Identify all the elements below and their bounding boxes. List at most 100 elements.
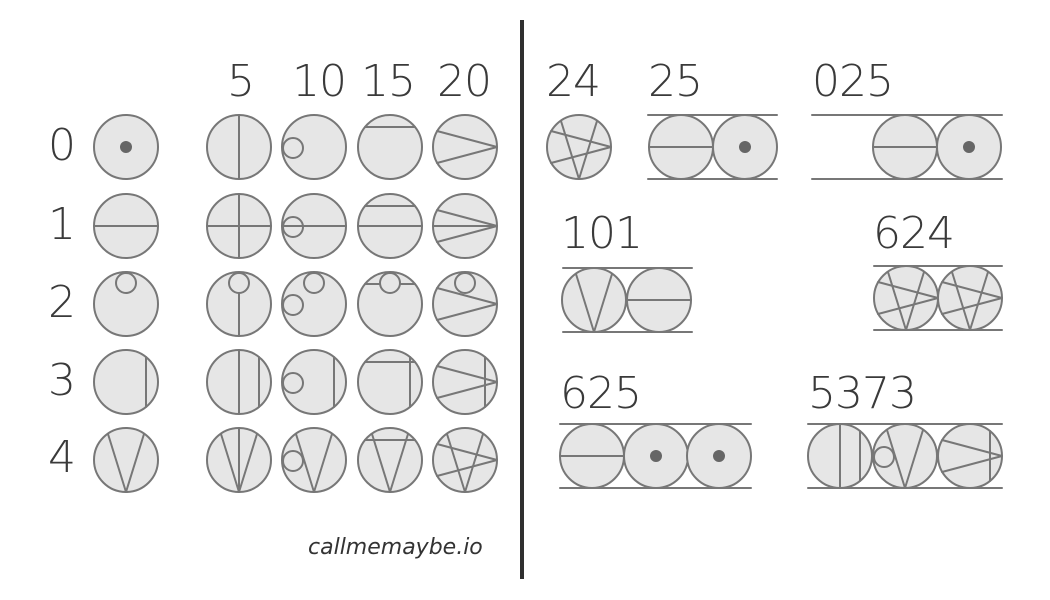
v-right-stroke — [313, 433, 333, 493]
column-label-15: 15 — [361, 56, 416, 107]
v-right-stroke — [464, 433, 484, 493]
arrow-upper-stroke — [941, 281, 1003, 299]
v-left-stroke — [575, 273, 595, 333]
glyph-circle — [432, 349, 498, 415]
left-small-circle — [282, 137, 304, 159]
glyph-circle — [357, 349, 423, 415]
example-025-glyph-1 — [872, 114, 938, 180]
grid-glyph-1 — [93, 193, 159, 259]
grid-glyph-22 — [432, 271, 498, 337]
grid-glyph-17 — [357, 271, 423, 337]
grid-glyph-6 — [206, 193, 272, 259]
grid-glyph-4 — [93, 427, 159, 493]
glyph-circle — [281, 349, 347, 415]
example-label-5373: 5373 — [808, 368, 917, 419]
v-left-stroke — [886, 429, 906, 489]
center-dot — [963, 141, 975, 153]
grid-glyph-21 — [432, 193, 498, 259]
example-5373-glyph-14 — [872, 423, 938, 489]
example-624-glyph-24b — [937, 265, 1003, 331]
arrow-upper-stroke — [436, 130, 498, 148]
glyph-circle — [937, 265, 1003, 331]
glyph-circle — [546, 114, 612, 180]
grid-glyph-5 — [206, 114, 272, 180]
arrow-lower-stroke — [436, 459, 498, 477]
example-625-glyph-0a — [623, 423, 689, 489]
grid-glyph-13 — [281, 349, 347, 415]
glyph-circle — [93, 427, 159, 493]
grid-glyph-8 — [206, 349, 272, 415]
glyph-circle — [357, 427, 423, 493]
credit-text: callmemaybe.io — [308, 535, 483, 560]
top-small-circle — [228, 272, 250, 294]
row-label-0: 0 — [48, 120, 76, 171]
example-101-glyph-1 — [626, 267, 692, 333]
grid-glyph-19 — [357, 427, 423, 493]
arrow-upper-stroke — [941, 439, 1003, 457]
example-624-glyph-24a — [873, 265, 939, 331]
arrow-upper-stroke — [436, 443, 498, 461]
example-label-624: 624 — [873, 208, 955, 259]
center-dot — [650, 450, 662, 462]
v-left-stroke — [371, 433, 391, 493]
v-left-stroke — [107, 433, 127, 493]
v-right-stroke — [969, 271, 989, 331]
grid-glyph-7 — [206, 271, 272, 337]
row-label-2: 2 — [48, 277, 76, 328]
example-101-glyph-4 — [561, 267, 627, 333]
center-dot — [713, 450, 725, 462]
example-25-glyph-1 — [648, 114, 714, 180]
v-left-stroke — [446, 433, 466, 493]
grid-glyph-3 — [93, 349, 159, 415]
v-right-stroke — [593, 273, 613, 333]
grid-glyph-11 — [281, 193, 347, 259]
glyph-circle — [281, 114, 347, 180]
arrow-lower-stroke — [550, 146, 612, 164]
v-right-stroke — [125, 433, 145, 493]
example-24-glyph — [546, 114, 612, 180]
v-left-stroke — [295, 433, 315, 493]
left-small-circle — [282, 450, 304, 472]
arrow-upper-stroke — [550, 130, 612, 148]
top-small-circle — [303, 272, 325, 294]
grid-glyph-20 — [432, 114, 498, 180]
grid-glyph-10 — [281, 114, 347, 180]
grid-glyph-2 — [93, 271, 159, 337]
glyph-circle — [873, 265, 939, 331]
arrow-upper-stroke — [436, 365, 498, 383]
arrow-lower-stroke — [877, 297, 939, 315]
row-label-3: 3 — [48, 355, 76, 406]
grid-glyph-0 — [93, 114, 159, 180]
v-left-stroke — [951, 271, 971, 331]
example-625-glyph-0b — [686, 423, 752, 489]
grid-glyph-14 — [281, 427, 347, 493]
grid-glyph-15 — [357, 114, 423, 180]
grid-glyph-9 — [206, 427, 272, 493]
example-625-glyph-1 — [559, 423, 625, 489]
column-label-5: 5 — [227, 56, 255, 107]
arrow-upper-stroke — [436, 209, 498, 227]
row-label-1: 1 — [48, 199, 76, 250]
v-right-stroke — [904, 429, 924, 489]
example-5373-glyph-23 — [937, 423, 1003, 489]
example-label-625: 625 — [560, 368, 642, 419]
arrow-upper-stroke — [436, 287, 498, 305]
column-label-10: 10 — [292, 56, 347, 107]
left-small-circle — [282, 372, 304, 394]
column-label-20: 20 — [437, 56, 492, 107]
left-small-circle — [282, 294, 304, 316]
grid-glyph-12 — [281, 271, 347, 337]
arrow-lower-stroke — [436, 146, 498, 164]
v-left-stroke — [560, 120, 580, 180]
grid-glyph-18 — [357, 349, 423, 415]
glyph-circle — [561, 267, 627, 333]
example-label-025: 025 — [812, 56, 894, 107]
top-small-circle — [379, 272, 401, 294]
glyph-circle — [93, 349, 159, 415]
v-left-stroke — [220, 433, 240, 493]
left-small-circle — [873, 446, 895, 468]
center-dot — [120, 141, 132, 153]
grid-glyph-24 — [432, 427, 498, 493]
example-label-101: 101 — [561, 208, 643, 259]
top-small-circle — [115, 272, 137, 294]
